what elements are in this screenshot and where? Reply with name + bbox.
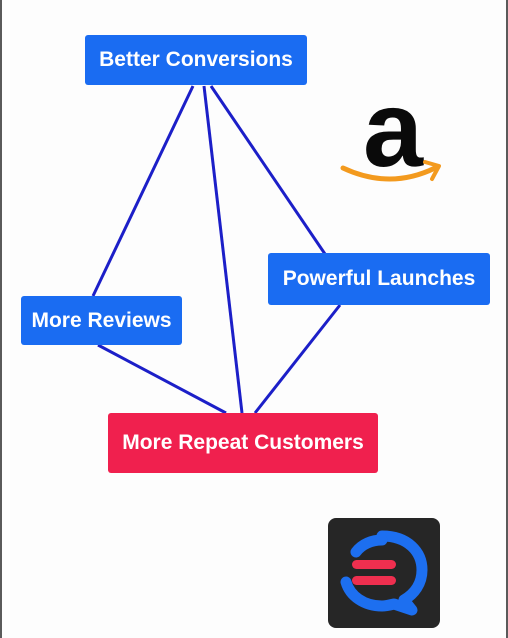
- link-launches-to-repeat: [253, 304, 342, 414]
- amazon-logo-letter: a: [363, 88, 424, 188]
- chat-app-logo-icon: [328, 518, 440, 628]
- amazon-smile-arrowhead: [423, 160, 441, 181]
- amazon-smile-arrow: [340, 165, 438, 182]
- link-better-to-reviews: [91, 85, 195, 297]
- node-better-conversions: Better Conversions: [85, 35, 307, 85]
- link-better-to-launches: [209, 85, 327, 255]
- link-reviews-to-repeat: [97, 343, 227, 415]
- amazon-logo-icon: a: [340, 88, 441, 188]
- node-more-repeat-customers: More Repeat Customers: [108, 413, 378, 473]
- node-powerful-launches: Powerful Launches: [268, 253, 490, 305]
- link-better-to-repeat: [202, 85, 244, 414]
- node-more-reviews: More Reviews: [21, 296, 182, 345]
